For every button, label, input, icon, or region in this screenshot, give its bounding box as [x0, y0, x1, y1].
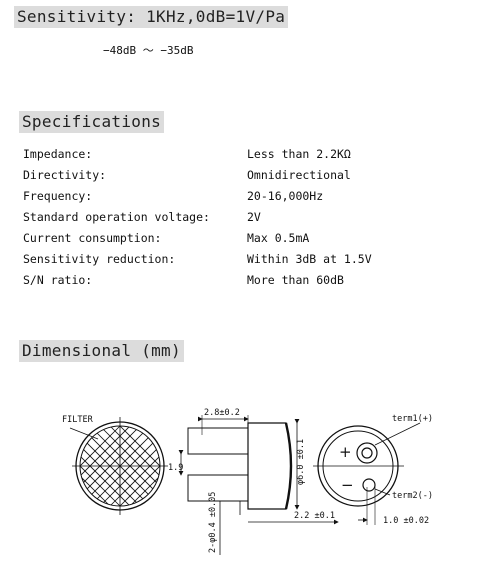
term2-label: term2(-) [392, 491, 433, 501]
spec-value: Omnidirectional [247, 168, 351, 182]
pin-dimension: 2-φ0.4 ±0.05 [208, 492, 218, 553]
spec-label: Impedance: [23, 147, 93, 161]
width-dimension: 2.8±0.2 [204, 408, 240, 418]
side-view: 2.8±0.2 1.9 φ6.0 ±0.1 2.2 ±0.1 2-φ0.4 ±0… [168, 408, 339, 555]
spec-row-current: Current consumption: Max 0.5mA [0, 231, 497, 249]
plus-sign: + [339, 443, 352, 461]
spec-value: 20-16,000Hz [247, 189, 324, 203]
spacing-dimension: 1.0 ±0.02 [383, 516, 429, 526]
depth-dimension: 2.2 ±0.1 [294, 511, 335, 521]
spec-value: More than 60dB [247, 273, 344, 287]
specifications-heading: Specifications [19, 111, 165, 133]
spec-label: Frequency: [23, 189, 93, 203]
back-view: + − term1(+) term2(-) 1.0 ±0.02 [313, 414, 433, 526]
spec-row-sn-ratio: S/N ratio: More than 60dB [0, 273, 497, 291]
spec-value: Less than 2.2KΩ [247, 147, 351, 161]
spec-row-frequency: Frequency: 20-16,000Hz [0, 189, 497, 207]
height-dimension: 1.9 [168, 463, 183, 473]
spec-label: S/N ratio: [23, 273, 93, 287]
term1-label: term1(+) [392, 414, 433, 424]
diameter-dimension: φ6.0 ±0.1 [296, 439, 306, 485]
spec-row-impedance: Impedance: Less than 2.2KΩ [0, 147, 497, 165]
filter-label: FILTER [62, 415, 94, 425]
spec-label: Standard operation voltage: [23, 210, 210, 224]
spec-row-sensitivity-reduction: Sensitivity reduction: Within 3dB at 1.5… [0, 252, 497, 270]
sensitivity-range: −48dB ～ −35dB [103, 44, 194, 57]
spec-value: 2V [247, 210, 261, 224]
spec-value: Within 3dB at 1.5V [247, 252, 372, 266]
front-view: FILTER [62, 415, 168, 515]
sensitivity-heading: Sensitivity: 1KHz,0dB=1V/Pa [14, 6, 289, 28]
dimensional-heading: Dimensional (mm) [19, 340, 184, 362]
minus-sign: − [341, 476, 354, 494]
spec-row-voltage: Standard operation voltage: 2V [0, 210, 497, 228]
dimensional-drawing: FILTER 2.8±0.2 1.9 φ6.0 ±0.1 2.2 ±0.1 2-… [62, 408, 433, 555]
spec-label: Sensitivity reduction: [23, 252, 176, 266]
spec-label: Directivity: [23, 168, 107, 182]
spec-row-directivity: Directivity: Omnidirectional [0, 168, 497, 186]
spec-label: Current consumption: [23, 231, 162, 245]
spec-value: Max 0.5mA [247, 231, 310, 245]
